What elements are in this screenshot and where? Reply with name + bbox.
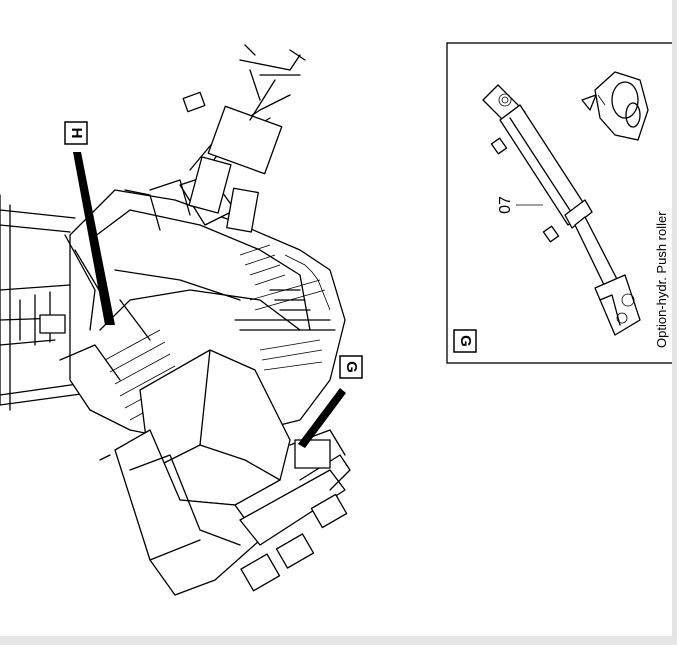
hydraulic-cylinder-drawing — [482, 84, 641, 336]
paver-machine-drawing — [0, 44, 351, 596]
detail-caption: Option-hydr. Push roller — [654, 211, 669, 348]
vertical-scrollbar[interactable] — [672, 0, 677, 636]
callout-h: H — [64, 121, 115, 325]
seal-kit-icon — [581, 71, 649, 141]
callout-h-label: H — [68, 128, 85, 139]
callout-g: G — [298, 355, 363, 448]
page-bottom-margin — [0, 636, 677, 645]
part-number: 07 — [497, 196, 514, 214]
callout-g-label: G — [343, 361, 360, 373]
detail-panel: G — [446, 42, 674, 364]
detail-panel-label: G — [457, 335, 474, 347]
